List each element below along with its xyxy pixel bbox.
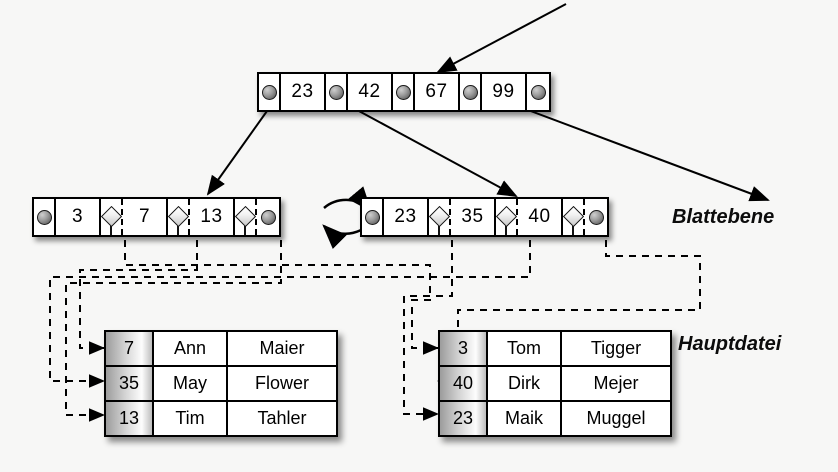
leaf-left-prev-pointer[interactable] [34,199,56,235]
table-row[interactable]: 3 Tom Tigger [440,332,670,367]
diamond-pointer-icon [428,199,450,235]
table-row[interactable]: 7 Ann Maier [106,332,336,367]
data-table-left[interactable]: 7 Ann Maier 35 May Flower 13 Tim Tahler [104,330,338,437]
root-pointer-4[interactable] [527,74,549,110]
leaf-left-record-pointer-1[interactable] [167,199,190,235]
leaf-right-key-0: 23 [384,199,429,235]
row-key: 40 [440,367,488,400]
leaf-right-next-pointer[interactable] [585,199,607,235]
arrow-root-to-leaf-left [206,103,273,196]
label-blattebene: Blattebene [672,206,775,228]
row-key: 3 [440,332,488,365]
leaf-left-key-2: 13 [190,199,235,235]
root-pointer-0[interactable] [259,74,281,110]
root-key-0: 23 [281,74,326,110]
sphere-pointer-icon [588,209,604,225]
row-key: 35 [106,367,154,400]
root-key-2: 67 [415,74,460,110]
root-key-3: 99 [482,74,527,110]
table-row[interactable]: 35 May Flower [106,367,336,402]
row-first-name: Tim [154,402,228,435]
sphere-pointer-icon [530,84,546,100]
row-key: 13 [106,402,154,435]
table-row[interactable]: 23 Maik Muggel [440,402,670,435]
leaf-right-key-1: 35 [451,199,496,235]
row-key: 7 [106,332,154,365]
leaf-right-key-2: 40 [518,199,563,235]
arrow-into-root-from-parent [436,3,567,73]
row-first-name: May [154,367,228,400]
row-first-name: Maik [488,402,562,435]
row-first-name: Tom [488,332,562,365]
table-row[interactable]: 40 Dirk Mejer [440,367,670,402]
row-last-name: Tahler [257,408,307,428]
leaf-left-record-pointer-2[interactable] [234,199,257,235]
sphere-pointer-icon [395,84,411,100]
leaf-left-next-pointer[interactable] [257,199,279,235]
diamond-pointer-icon [495,199,517,235]
leaf-left-record-pointer-0[interactable] [100,199,123,235]
sphere-pointer-icon [462,84,478,100]
root-pointer-3[interactable] [460,74,482,110]
arrow-root-to-leaf-right [345,103,518,197]
leaf-right-prev-pointer[interactable] [362,199,384,235]
root-key-1: 42 [348,74,393,110]
sphere-pointer-icon [36,209,52,225]
arrow-root-to-offpage-right [511,103,770,202]
sphere-pointer-icon [260,209,276,225]
row-first-name: Dirk [488,367,562,400]
diamond-pointer-icon [234,199,256,235]
leaf-node-right[interactable]: 23 35 40 [360,197,609,237]
data-table-right[interactable]: 3 Tom Tigger 40 Dirk Mejer 23 Maik Mugge… [438,330,672,437]
diamond-pointer-icon [100,199,122,235]
label-hauptdatei: Hauptdatei [678,333,782,355]
leaf-left-key-1: 7 [123,199,168,235]
row-last-name: Flower [254,373,309,393]
leaf-right-record-pointer-2[interactable] [562,199,585,235]
root-pointer-2[interactable] [393,74,415,110]
sphere-pointer-icon [261,84,277,100]
row-last-name: Tigger [590,338,642,358]
row-last-name: Muggel [586,408,646,428]
row-first-name: Ann [154,332,228,365]
leaf-right-record-pointer-0[interactable] [428,199,451,235]
root-pointer-1[interactable] [326,74,348,110]
leaf-node-left[interactable]: 3 7 13 [32,197,281,237]
diamond-pointer-icon [562,199,584,235]
row-key: 23 [440,402,488,435]
root-node[interactable]: 23 42 67 99 [257,72,551,112]
row-last-name: Mejer [593,373,639,393]
leaf-left-key-0: 3 [56,199,101,235]
leaf-right-record-pointer-1[interactable] [495,199,518,235]
sphere-pointer-icon [328,84,344,100]
diamond-pointer-icon [167,199,189,235]
table-row[interactable]: 13 Tim Tahler [106,402,336,435]
row-last-name: Maier [259,338,305,358]
sphere-pointer-icon [364,209,380,225]
